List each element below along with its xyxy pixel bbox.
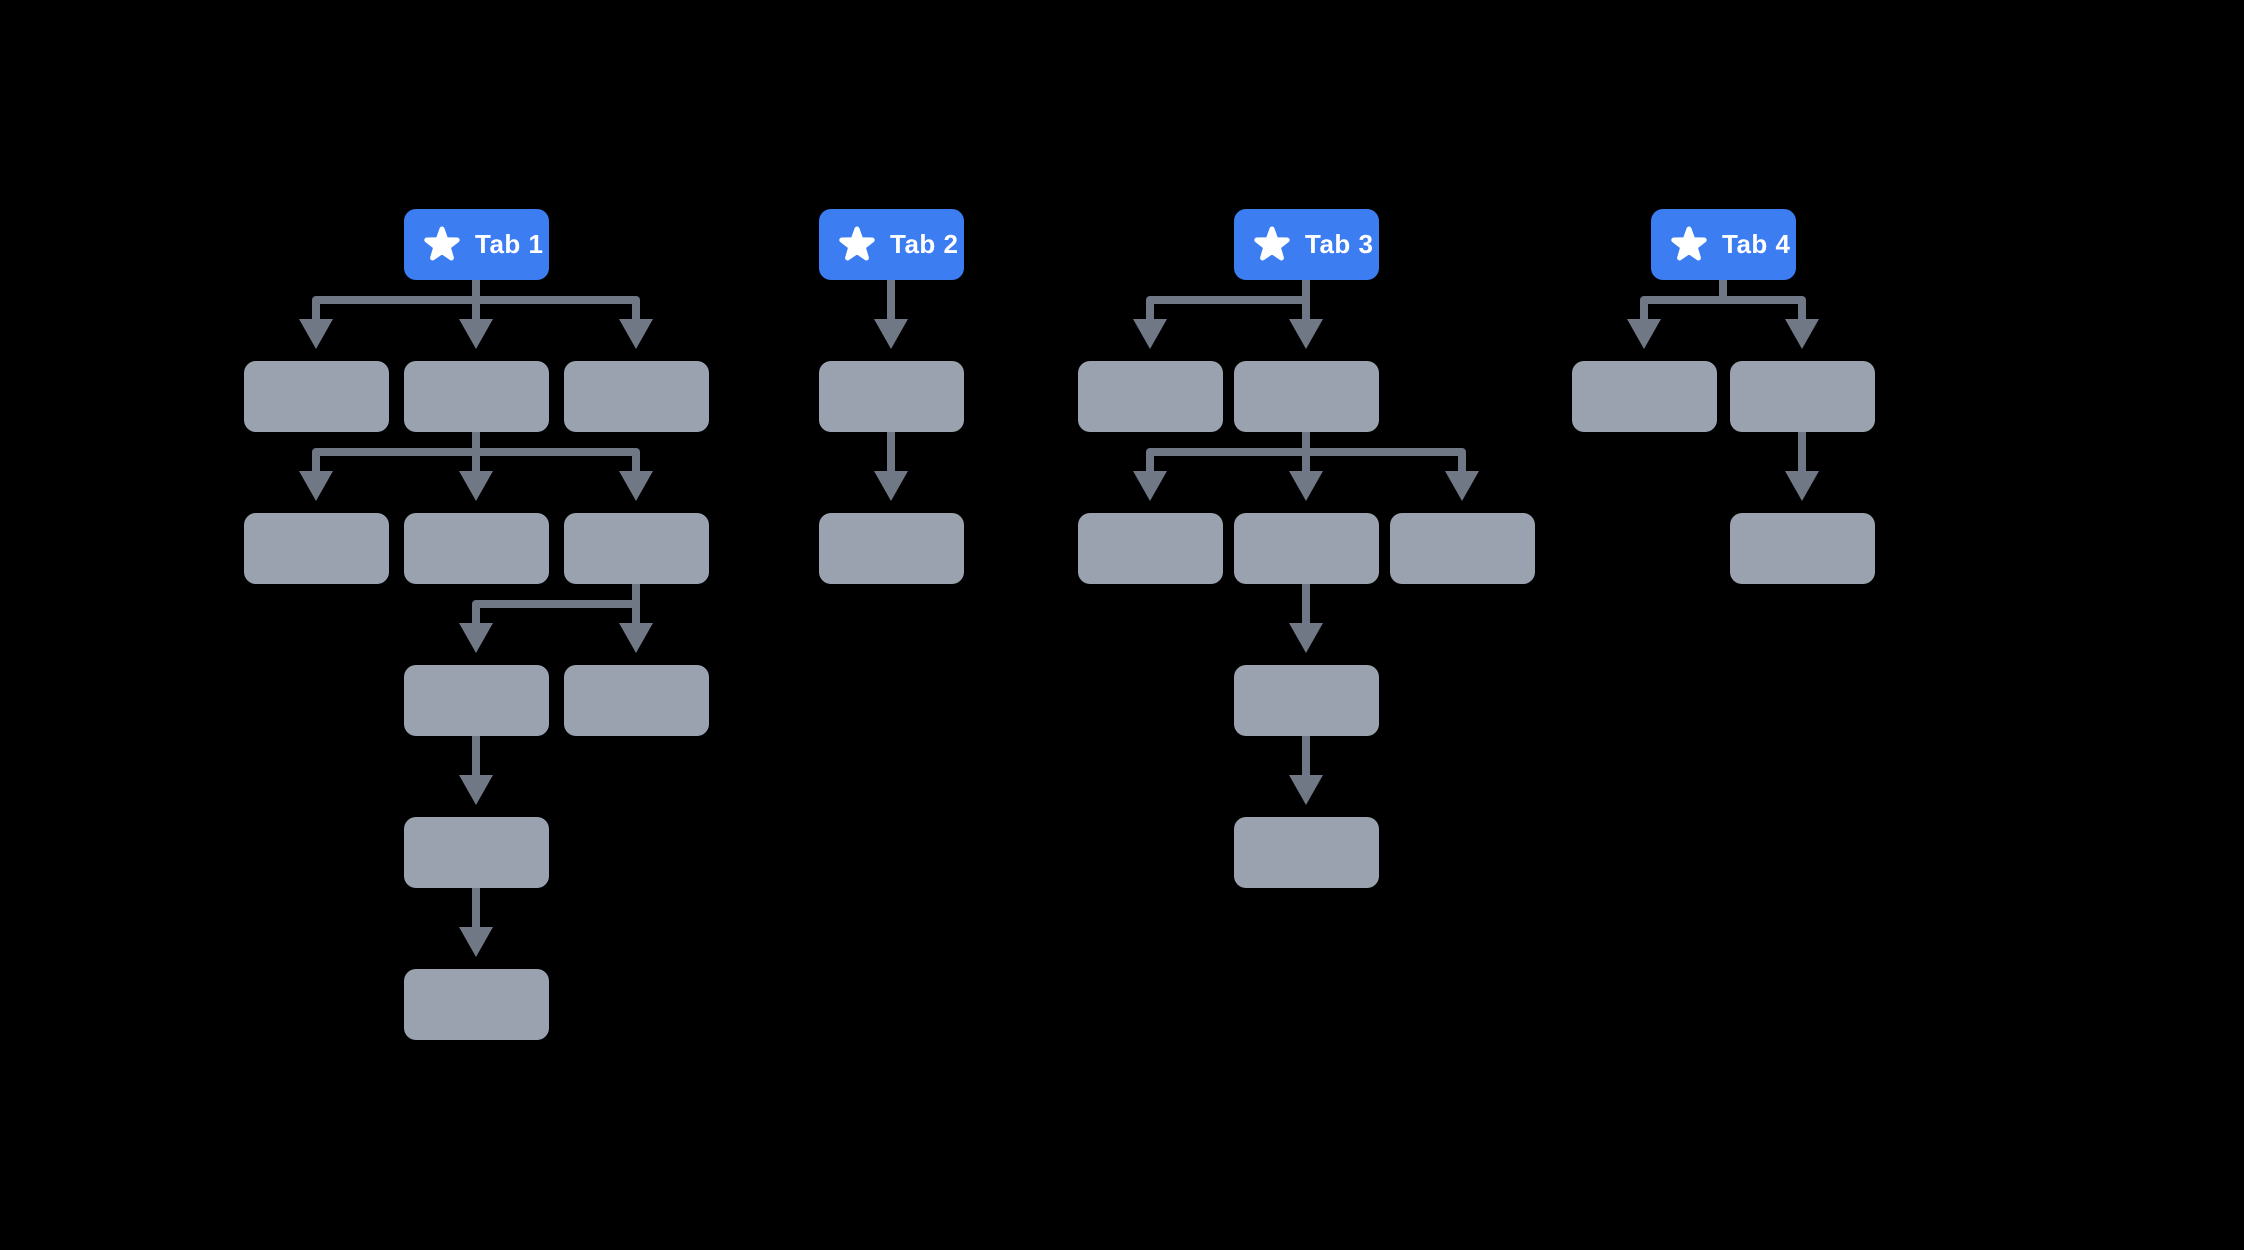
tree2-node-2B [819,513,964,584]
connector-row1-to-row2 [1146,432,1466,475]
tree3-connectors [1133,280,1479,805]
tree1-node-1C [564,361,709,432]
tree3-node-3A [1078,361,1223,432]
arrowhead [619,319,653,349]
arrowhead [299,319,333,349]
arrowhead [619,471,653,501]
arrowhead [459,471,493,501]
arrowhead [619,623,653,653]
tree1-node-1D [244,513,389,584]
tree1-node-1F [564,513,709,584]
connector-tab3-to-row1 [1146,280,1310,323]
arrowhead [1289,623,1323,653]
arrowhead [459,775,493,805]
arrowhead [1289,319,1323,349]
arrowhead [1289,471,1323,501]
arrowhead [459,623,493,653]
arrowhead [1445,471,1479,501]
arrowhead [874,319,908,349]
tree3-node-3D [1234,513,1379,584]
tree1-node-1J [404,969,549,1040]
arrowhead [1133,319,1167,349]
tree1-node-1H [564,665,709,736]
star-icon [1254,226,1290,260]
tab-label: Tab 3 [1305,229,1374,259]
connector-tab4-to-row1 [1640,280,1806,323]
tree3-node-3B [1234,361,1379,432]
tab-root-3[interactable]: Tab 3 [1234,209,1379,280]
arrowhead [459,319,493,349]
tree3-node-3G [1234,817,1379,888]
arrowhead [1289,775,1323,805]
arrowhead [459,927,493,957]
tree3-node-3F [1234,665,1379,736]
arrowhead [874,471,908,501]
arrowhead [1133,471,1167,501]
tab-label: Tab 1 [475,229,544,259]
arrowhead [299,471,333,501]
connector-row1-to-row2 [312,432,640,475]
tree1-node-1B [404,361,549,432]
arrowhead [1785,471,1819,501]
tree1-connectors [299,280,653,957]
tree4-node-4C [1730,513,1875,584]
arrowhead [1627,319,1661,349]
star-icon [1671,226,1707,260]
tree4-node-4B [1730,361,1875,432]
star-icon [839,226,875,260]
tab-root-4[interactable]: Tab 4 [1651,209,1796,280]
star-icon [424,226,460,260]
tab-root-2[interactable]: Tab 2 [819,209,964,280]
tab-label: Tab 4 [1722,229,1791,259]
arrowhead [1785,319,1819,349]
tree3-node-3E [1390,513,1535,584]
connector-row2-to-row3 [472,584,640,627]
tree4-connectors [1627,280,1819,501]
tree1-node-1E [404,513,549,584]
tree1-node-1A [244,361,389,432]
tree3-node-3C [1078,513,1223,584]
tree4-node-4A [1572,361,1717,432]
tab-root-1[interactable]: Tab 1 [404,209,549,280]
tree2-node-2A [819,361,964,432]
tree1-node-1I [404,817,549,888]
connector-tab1-to-row1 [312,280,640,323]
tree1-node-1G [404,665,549,736]
tree2-connectors [874,280,908,501]
tab-label: Tab 2 [890,229,959,259]
